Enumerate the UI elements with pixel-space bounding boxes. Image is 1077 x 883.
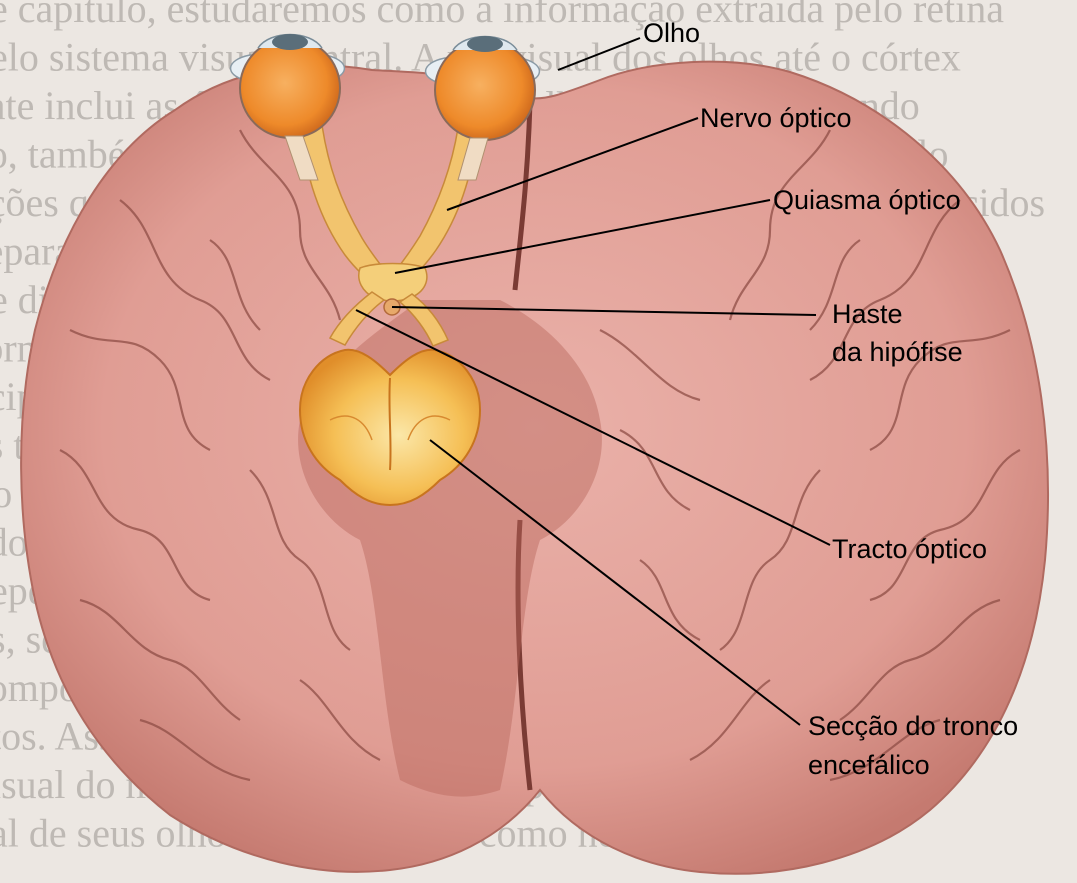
label-optic-tract: Tracto óptico (832, 534, 987, 564)
label-pituitary-stalk-line1: Haste (832, 299, 903, 329)
label-brainstem-section-line1: Secção do tronco (808, 711, 1018, 741)
label-optic-nerve: Nervo óptico (700, 103, 852, 133)
label-brainstem-section-line2: encefálico (808, 750, 930, 780)
label-eye: Olho (643, 18, 700, 48)
background-text-line: ne capítulo, estudaremos como a informaç… (0, 0, 1004, 31)
label-pituitary-stalk-line2: da hipófise (832, 337, 963, 367)
label-optic-chiasm: Quiasma óptico (773, 185, 961, 215)
